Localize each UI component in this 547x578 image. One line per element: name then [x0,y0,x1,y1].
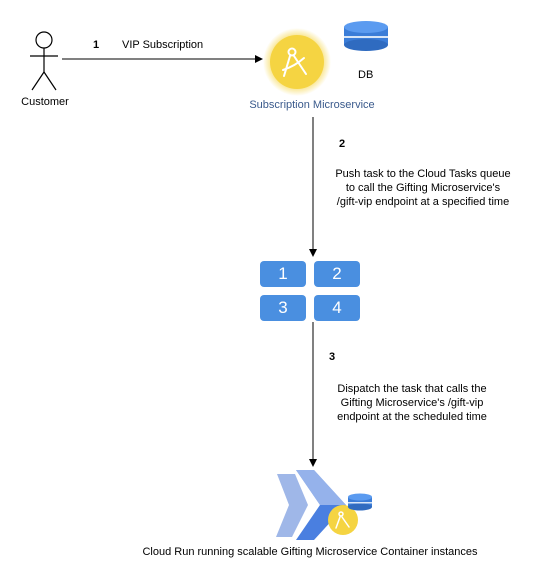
subscription-microservice-label: Subscription Microservice [249,99,375,111]
database-icon [344,21,388,51]
step-3-number: 3 [329,351,336,363]
queue-task-tile: 3 [260,295,306,321]
cloud-run-label: Cloud Run running scalable Gifting Micro… [142,546,478,558]
step-2-line: to call the Gifting Microservice's [345,182,501,194]
step-3-description: Dispatch the task that calls the Gifting… [318,382,506,424]
queue-task-tile: 2 [314,261,360,287]
step-3-line: Dispatch the task that calls the [337,383,487,395]
subscription-microservice-icon [263,28,331,96]
step-1-label: VIP Subscription [122,39,204,51]
step-2-line: /gift-vip endpoint at a specified time [336,196,510,208]
customer-actor-icon [30,31,58,91]
step-3-line: Gifting Microservice's /gift-vip [340,397,484,409]
customer-label: Customer [21,96,69,108]
db-label: DB [358,69,374,81]
step-3-line: endpoint at the scheduled time [337,411,487,423]
step-2-number: 2 [339,138,346,150]
queue-task-tile: 1 [260,261,306,287]
cloud-run-icon [276,470,372,540]
step-1-number: 1 [93,39,100,51]
queue-task-tile: 4 [314,295,360,321]
step-2-description: Push task to the Cloud Tasks queue to ca… [318,167,528,209]
step-2-line: Push task to the Cloud Tasks queue [335,168,511,180]
